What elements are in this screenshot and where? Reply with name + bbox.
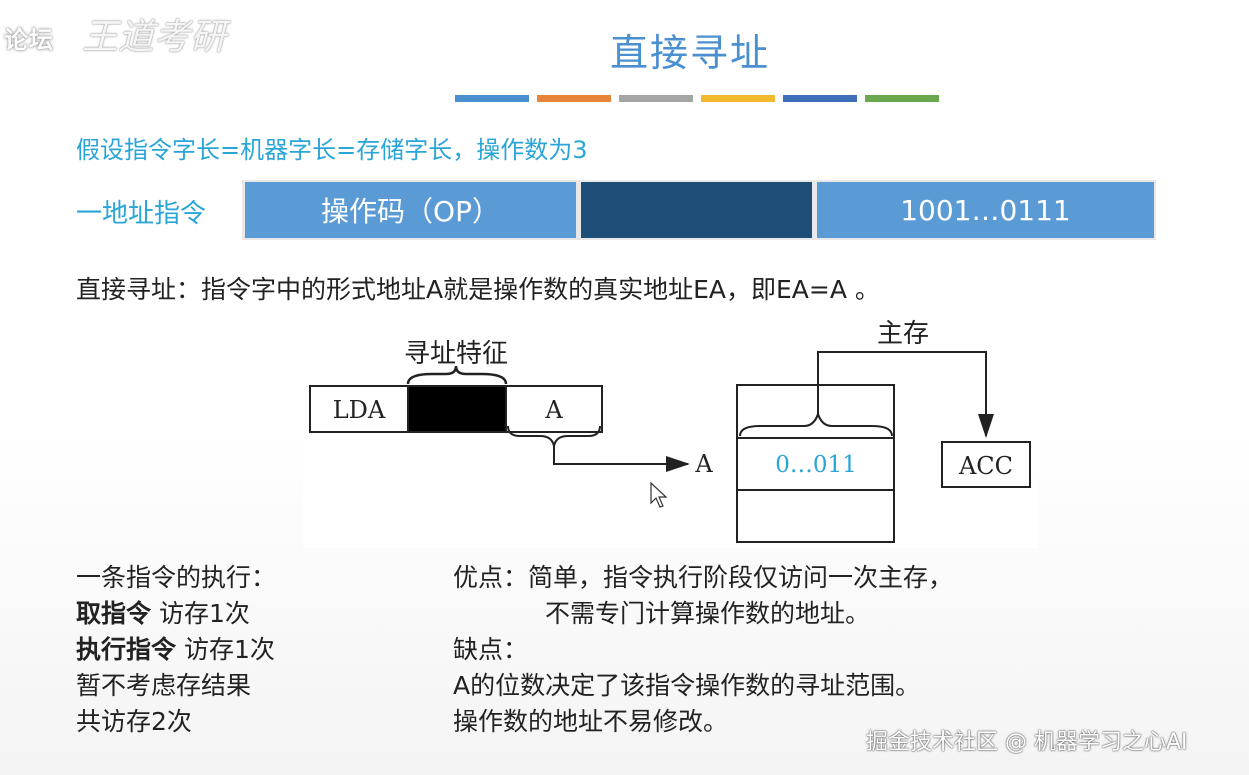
color-bar-yellow xyxy=(701,95,775,102)
execution-note: 暂不考虑存结果 xyxy=(76,671,252,700)
pros-text-1: 简单，指令执行阶段仅访问一次主存， xyxy=(528,563,954,592)
color-bar-blue xyxy=(455,95,529,102)
pros-line-2: 不需专门计算操作数的地址。 xyxy=(545,599,871,628)
lda-box xyxy=(309,385,409,433)
slide-title: 直接寻址 xyxy=(609,31,770,75)
opcode-field: 操作码（OP） xyxy=(245,182,576,238)
acc-label: ACC xyxy=(958,452,1013,480)
exec-rest: 访存1次 xyxy=(176,635,275,664)
color-bar-gray xyxy=(619,95,693,102)
definition-text: 直接寻址：指令字中的形式地址A就是操作数的真实地址EA，即EA=A 。 xyxy=(76,275,880,304)
pros-label: 优点： xyxy=(453,563,529,592)
cons-label: 缺点： xyxy=(453,635,529,664)
logo-text: 论坛 xyxy=(4,26,54,54)
memory-box xyxy=(736,384,895,543)
color-bar-green xyxy=(865,95,939,102)
fetch-rest: 访存1次 xyxy=(151,599,250,628)
lda-label: LDA xyxy=(333,396,386,424)
mouse-cursor-icon xyxy=(650,481,668,508)
premise-text: 假设指令字长=机器字长=存储字长，操作数为3 xyxy=(76,136,588,164)
memory-value: 0…011 xyxy=(775,452,857,478)
execution-heading: 一条指令的执行： xyxy=(76,563,277,592)
mode-box xyxy=(407,385,507,433)
execution-total: 共访存2次 xyxy=(76,707,192,736)
exec-bold: 执行指令 xyxy=(76,635,177,664)
watermark-text: 掘金技术社区 @ 机器学习之心AI xyxy=(866,730,1188,755)
address-box xyxy=(505,385,603,433)
exec-line: 执行指令 访存1次 xyxy=(76,632,276,668)
acc-register xyxy=(941,441,1031,488)
address-arrow xyxy=(553,444,690,472)
addressing-mode-field xyxy=(581,182,812,238)
logo-watermark: 王道考研 xyxy=(82,17,227,58)
feature-label: 寻址特征 xyxy=(404,339,508,369)
pros-line-1: 优点：简单，指令执行阶段仅访问一次主存， xyxy=(453,560,953,596)
color-bar-orange xyxy=(537,95,611,102)
format-label: 一地址指令 xyxy=(76,199,207,229)
fetch-bold: 取指令 xyxy=(76,599,152,628)
pros-cons-notes: 优点：简单，指令执行阶段仅访问一次主存， 不需专门计算操作数的地址。 缺点： A… xyxy=(453,560,953,740)
pointer-label: A xyxy=(694,450,713,478)
memory-to-acc-arrow xyxy=(817,351,994,438)
cons-line-1: A的位数决定了该指令操作数的寻址范围。 xyxy=(453,671,921,700)
execution-notes: 一条指令的执行： 取指令 访存1次 执行指令 访存1次 暂不考虑存结果 共访存2… xyxy=(76,560,276,740)
feature-brace xyxy=(406,365,508,385)
address-box-label: A xyxy=(544,396,563,424)
color-bar-darkblue xyxy=(783,95,857,102)
address-field: 1001…0111 xyxy=(817,182,1154,238)
memory-label: 主存 xyxy=(877,319,929,349)
fetch-line: 取指令 访存1次 xyxy=(76,596,276,632)
cons-line-2: 操作数的地址不易修改。 xyxy=(453,707,729,736)
